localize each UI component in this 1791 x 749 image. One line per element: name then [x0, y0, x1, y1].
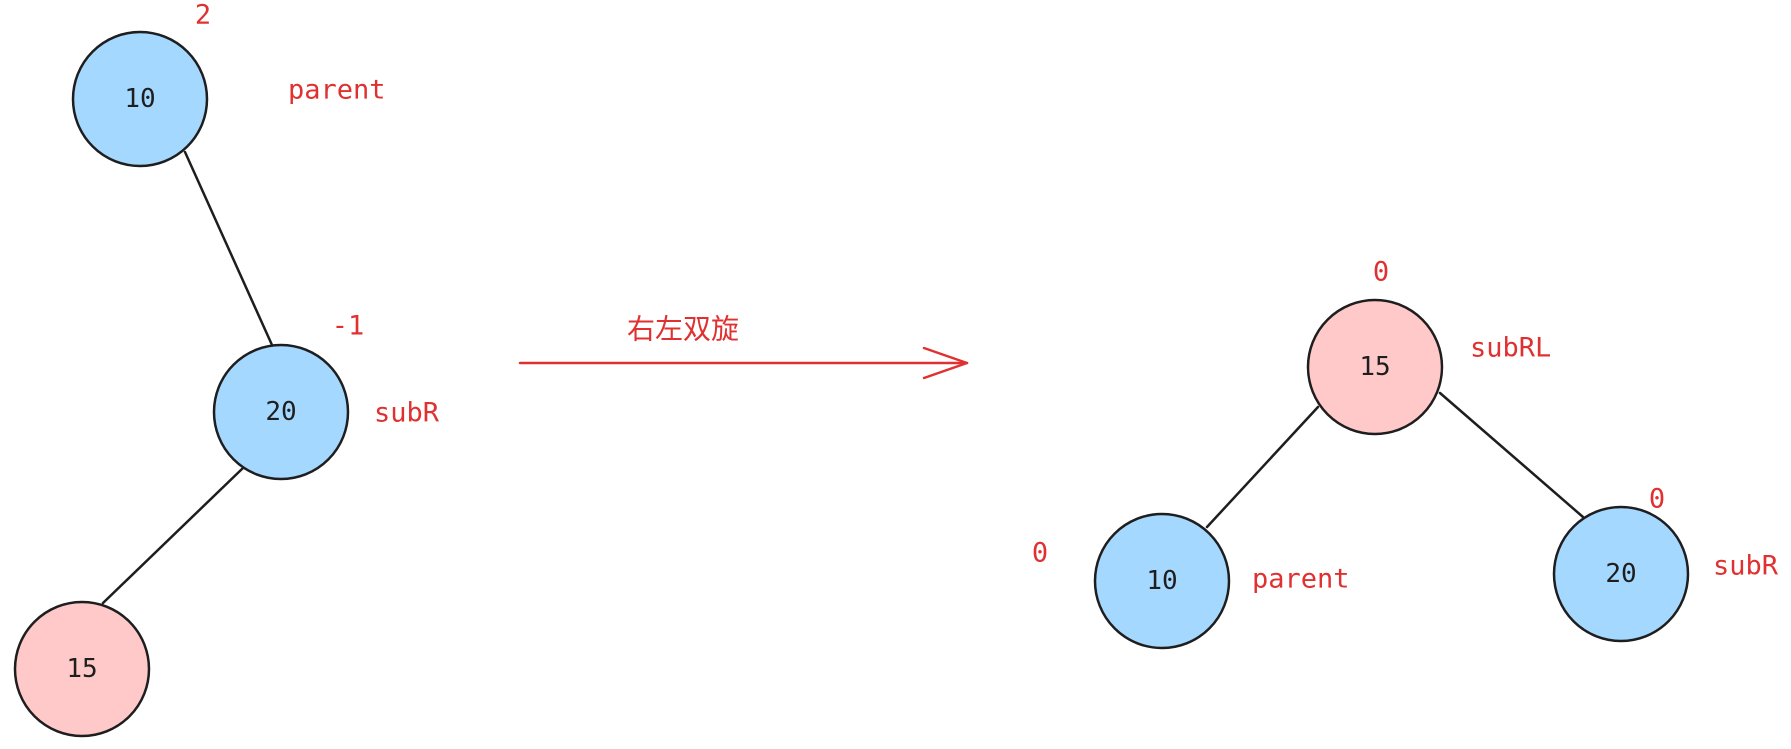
before-parent-node: [71, 30, 209, 168]
rotation-arrow: 右左双旋: [518, 313, 969, 380]
rotation-label: 右左双旋: [627, 313, 739, 346]
after-parent-balance: 0: [1032, 538, 1048, 569]
after-subR-value: 20: [1605, 559, 1636, 589]
after-subRL-node: [1306, 298, 1444, 436]
before-subRL-node: [13, 600, 151, 738]
before-subR-node: [212, 343, 350, 481]
before-subR-balance: -1: [332, 311, 365, 342]
after-tree: 15 10 20 0 subRL 0 parent 0 subR: [1032, 257, 1779, 650]
edge-parent-subR: [183, 150, 274, 347]
after-parent-label: parent: [1252, 564, 1350, 595]
arrow-head: [922, 346, 969, 380]
after-subRL-label: subRL: [1470, 333, 1551, 364]
before-tree: 10 20 15 2 parent -1 subR: [13, 0, 440, 738]
before-subR-label: subR: [374, 398, 440, 429]
after-subRL-value: 15: [1359, 352, 1390, 382]
after-parent-value: 10: [1146, 566, 1177, 596]
edge-subRL-parent: [1205, 405, 1320, 529]
after-subR-balance: 0: [1649, 484, 1665, 515]
after-parent-node: [1093, 512, 1231, 650]
before-parent-value: 10: [124, 84, 155, 114]
before-subR-value: 20: [265, 397, 296, 427]
after-subR-label: subR: [1713, 551, 1779, 582]
edge-subRL-subR: [1438, 391, 1585, 519]
before-subRL-value: 15: [66, 654, 97, 684]
after-subR-node: [1552, 505, 1690, 643]
before-parent-balance: 2: [195, 0, 211, 31]
before-parent-label: parent: [288, 75, 386, 106]
edge-subR-subRL: [101, 466, 245, 605]
after-subRL-balance: 0: [1373, 257, 1389, 288]
